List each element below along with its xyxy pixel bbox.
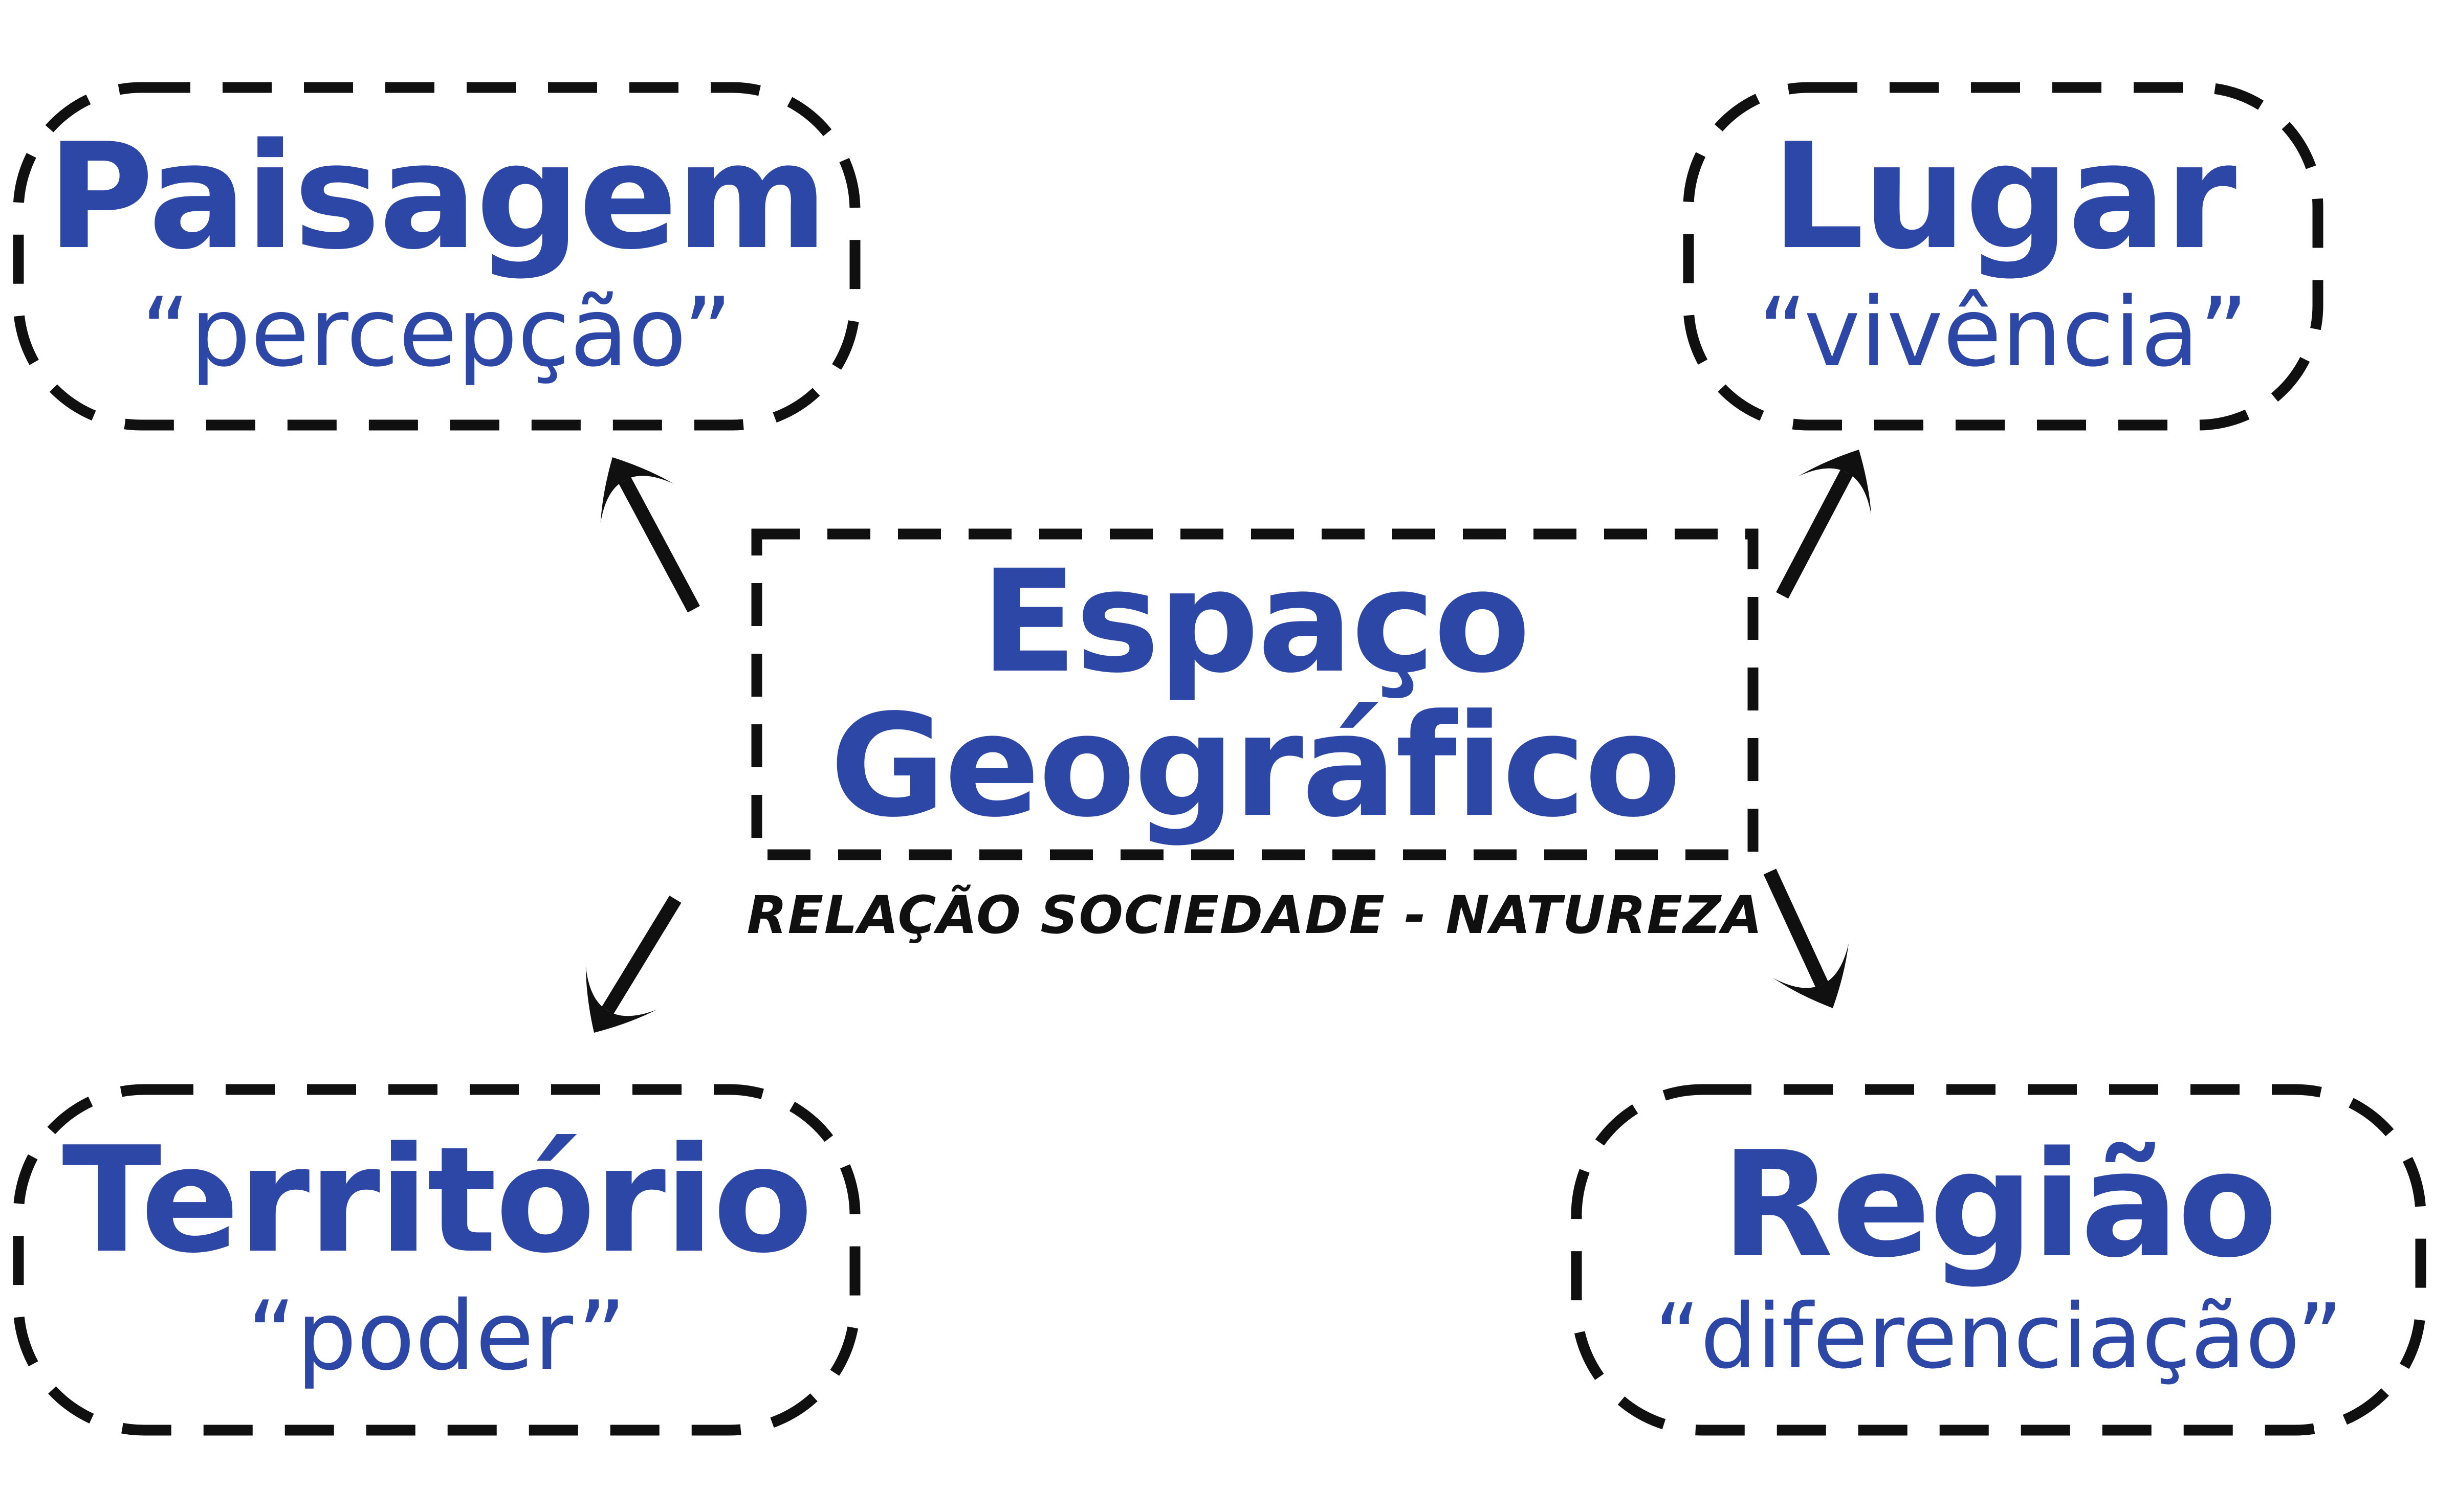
arrow-to-paisagem-icon <box>600 457 700 613</box>
node-regiao-title: Região <box>1721 1121 2278 1290</box>
arrow-head <box>585 966 657 1033</box>
regiao-bubble-outline <box>1571 1084 2426 1436</box>
node-paisagem: Paisagem “percepção” <box>18 87 855 425</box>
arrow-to-territorio-icon <box>585 895 682 1033</box>
arrow-head <box>1797 450 1872 515</box>
territorio-bubble-outline <box>13 1084 861 1436</box>
node-regiao-quote: “diferenciação” <box>1654 1283 2343 1388</box>
arrow-head <box>600 457 674 523</box>
node-lugar-title: Lugar <box>1771 114 2236 283</box>
node-territorio-quote: “poder” <box>247 1280 627 1393</box>
arrow-head <box>1773 943 1849 1008</box>
arrow-to-regiao-icon <box>1763 869 1849 1008</box>
node-territorio: Território “poder” <box>18 1089 855 1430</box>
node-paisagem-quote: “percepção” <box>141 277 733 389</box>
lugar-bubble-outline <box>1683 82 2323 431</box>
center-subtitle: RELAÇÃO SOCIEDADE - NATUREZA <box>747 885 1763 947</box>
arrow-to-lugar-icon <box>1776 450 1872 599</box>
arrow-shaft <box>1776 469 1853 599</box>
node-lugar: Lugar “vivência” <box>1689 87 2318 425</box>
center-box-outline <box>751 528 1759 860</box>
node-lugar-quote: “vivência” <box>1758 277 2249 389</box>
arrow-shaft <box>1763 869 1828 988</box>
center-title-line2: Geográfico <box>829 683 1681 848</box>
node-paisagem-title: Paisagem <box>47 114 828 283</box>
node-territorio-title: Território <box>62 1118 813 1287</box>
center-title-line1: Espaço <box>980 540 1531 704</box>
arrow-shaft <box>602 895 682 1014</box>
node-espaco-geografico: Espaço Geográfico <box>757 534 1753 855</box>
node-regiao: Região “diferenciação” <box>1576 1089 2421 1430</box>
arrow-shaft <box>619 477 700 613</box>
paisagem-bubble-outline <box>13 82 861 431</box>
